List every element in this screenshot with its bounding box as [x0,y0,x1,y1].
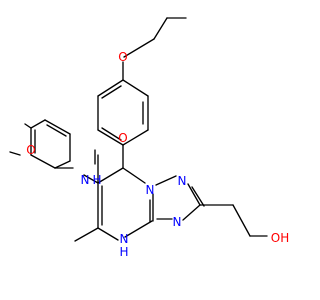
bond [97,167,124,184]
bond [122,79,149,97]
bond [101,127,122,141]
ethoxy-oxygen-label: O [118,50,127,64]
bond [101,85,122,99]
bond [30,154,56,169]
ring-nitrogen-label: N [120,232,129,246]
bond [153,17,168,40]
triazole-nitrogen-label: N [146,183,155,197]
bond [182,204,201,221]
bond [83,174,99,184]
amide-hydrogen-label: H [92,173,101,187]
bond [155,175,177,186]
bond [123,38,155,58]
atom-labels: O O O N H N N N N H OH [26,50,289,259]
ring-hydrogen-label: H [119,245,128,259]
bond [97,129,124,146]
bond [122,167,146,184]
bond [187,183,201,206]
amide-oxygen-label: O [118,131,127,145]
bond [97,227,119,241]
methoxy-oxygen-label: O [26,143,35,157]
bond [24,123,32,129]
bond [9,151,21,156]
bond [54,160,71,169]
bond [97,79,124,97]
bond [46,124,67,137]
bond [191,186,205,207]
bonds [9,17,268,242]
chemical-structure: O O O N H N N N N H OH [9,17,289,259]
bond [30,119,46,129]
bond [74,227,99,242]
hydroxyl-label: OH [271,231,289,245]
bond [124,220,153,238]
triazole-nitrogen-label: N [173,215,182,229]
amide-nitrogen-label: N [81,173,90,187]
bond [122,129,149,146]
triazole-nitrogen-label: N [178,174,187,188]
bond [232,204,251,237]
bond [44,119,71,135]
